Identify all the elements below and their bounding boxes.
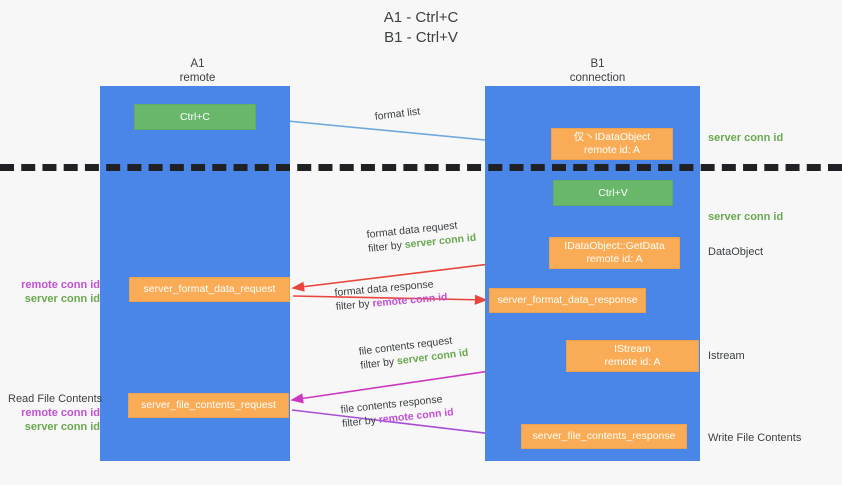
- wire-file-contents-response: [291, 409, 520, 441]
- phase-divider: [0, 164, 842, 171]
- label-write-file-contents: Write File Contents: [708, 432, 802, 444]
- box-ctrl-c[interactable]: Ctrl+C: [134, 104, 256, 130]
- label-remote-conn-id-1: remote conn id: [21, 279, 100, 291]
- label-server-conn-id-top: server conn id: [708, 132, 784, 144]
- wire-format-data-response: [292, 294, 488, 305]
- lane-a1-name: A1: [190, 58, 205, 70]
- box-server-file-contents-response[interactable]: server_file_contents_response: [521, 424, 687, 449]
- box-idataobject-getdata[interactable]: IDataObject::GetData remote id: A: [549, 237, 680, 269]
- box-idataobject[interactable]: 仅㇔IDataObject remote id: A: [551, 128, 673, 160]
- box-istream-line1: IStream: [614, 343, 651, 355]
- caption-filter-by-2: filter by: [335, 297, 371, 313]
- label-istream: Istream: [708, 350, 745, 362]
- box-getdata-line2: remote id: A: [586, 253, 643, 265]
- box-getdata-line1: IDataObject::GetData: [564, 240, 665, 252]
- label-server-conn-id-2: server conn id: [24, 421, 100, 433]
- box-ctrl-v[interactable]: Ctrl+V: [553, 180, 673, 206]
- lane-a1-sub: remote: [179, 72, 216, 84]
- label-read-file-contents-group: Read File Contents remote conn id server…: [8, 392, 103, 434]
- lane-b1-header: B1 connection: [540, 57, 655, 85]
- title-line-2: B1 - Ctrl+V: [384, 29, 458, 46]
- title-line-1: A1 - Ctrl+C: [383, 9, 459, 26]
- label-dataobject: DataObject: [708, 246, 764, 258]
- lane-b1-name: B1: [590, 58, 605, 70]
- label-server-conn-id-mid: server conn id: [708, 211, 784, 223]
- lane-a1-header: A1 remote: [140, 57, 255, 85]
- lane-b1-sub: connection: [569, 72, 626, 84]
- box-ctrl-v-label: Ctrl+V: [598, 186, 628, 199]
- box-server-format-data-response[interactable]: server_format_data_response: [489, 288, 646, 313]
- box-server-file-contents-request[interactable]: server_file_contents_request: [128, 393, 289, 418]
- label-conn-ids-format: remote conn id server conn id: [8, 278, 100, 306]
- box-idataobject-line2: remote id: A: [583, 144, 641, 156]
- caption-filter-by-4: filter by: [341, 414, 377, 430]
- box-server-file-contents-response-label: server_file_contents_response: [532, 430, 676, 442]
- label-remote-conn-id-2: remote conn id: [21, 407, 100, 419]
- box-server-file-contents-request-label: server_file_contents_request: [141, 399, 276, 411]
- page-title: A1 - Ctrl+C B1 - Ctrl+V: [0, 8, 842, 48]
- caption-filter-by-1: filter by: [367, 239, 403, 255]
- box-server-format-data-request-label: server_format_data_request: [143, 283, 276, 295]
- box-idataobject-line1: 仅㇔IDataObject: [573, 131, 651, 143]
- label-server-conn-id-1: server conn id: [24, 293, 100, 305]
- box-istream[interactable]: IStream remote id: A: [566, 340, 699, 372]
- box-server-format-data-response-label: server_format_data_response: [497, 294, 638, 306]
- box-server-format-data-request[interactable]: server_format_data_request: [129, 277, 290, 302]
- box-ctrl-c-label: Ctrl+C: [179, 110, 211, 123]
- box-istream-line2: remote id: A: [604, 356, 661, 368]
- label-read-file-contents: Read File Contents: [8, 393, 103, 405]
